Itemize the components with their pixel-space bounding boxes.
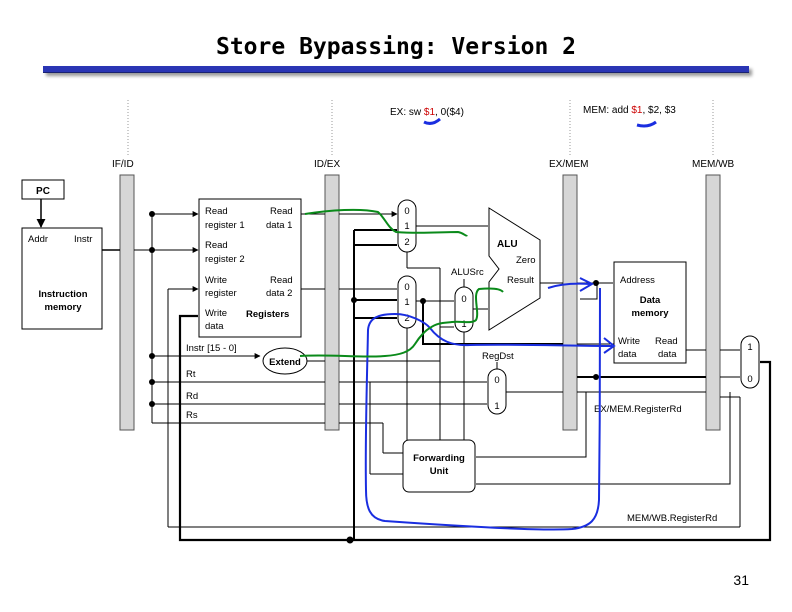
- rd-label: Rd: [186, 391, 198, 402]
- rs-label: Rs: [186, 410, 198, 421]
- load-path-green-1: [304, 208, 468, 237]
- fwd-b-in0: 0: [404, 282, 409, 293]
- dmem-name-line2: memory: [632, 308, 670, 319]
- wb-writeback-wire: [178, 314, 772, 542]
- stage-guides: [127, 100, 714, 155]
- fwd-a-in2: 2: [404, 237, 409, 248]
- load-path-green-2: [299, 287, 504, 358]
- extend-label: Extend: [269, 357, 301, 368]
- mem-stage-annotation: MEM: add $1, $2, $3: [583, 105, 676, 116]
- alu: [488, 207, 541, 331]
- rf-write-data-a: Write: [205, 308, 227, 319]
- forwarding-unit-wires: [406, 328, 731, 485]
- alu-zero: Zero: [516, 255, 536, 266]
- slide-title: Store Bypassing: Version 2: [215, 34, 577, 60]
- instruction-memory: [21, 227, 103, 330]
- dmem-write-data-b: data: [618, 349, 637, 360]
- mem-wb-registerrd-label: MEM/WB.RegisterRd: [627, 513, 717, 524]
- pipe-reg-id-ex: [324, 174, 340, 431]
- pc-label: PC: [36, 186, 50, 197]
- regdst-in0: 0: [494, 375, 499, 386]
- dmem-read-data-b: data: [658, 349, 677, 360]
- pipe-label-mem-wb: MEM/WB: [692, 159, 735, 170]
- rf-write-reg-a: Write: [205, 275, 227, 286]
- rf-write-data-b: data: [205, 321, 224, 332]
- alu-result-blue-arrow: [579, 277, 595, 292]
- alu-result: Result: [507, 275, 534, 286]
- pipe-label-id-ex: ID/EX: [314, 159, 340, 170]
- dmem-write-data-a: Write: [618, 336, 640, 347]
- alu-name: ALU: [497, 239, 518, 250]
- imem-addr-label: Addr: [28, 234, 48, 245]
- imem-name-line2: memory: [45, 302, 83, 313]
- wb-mux-in1: 1: [747, 342, 752, 353]
- wb-mux: [740, 335, 760, 389]
- regdst-in1: 1: [494, 401, 499, 412]
- pipe-reg-mem-wb: [705, 174, 721, 431]
- ex-stage-underline-mark: [423, 117, 441, 125]
- ifid-junction-dots: [149, 211, 155, 407]
- fwd-a-in0: 0: [404, 206, 409, 217]
- wb-junction-dot: [346, 536, 354, 544]
- alusrc-in0: 0: [461, 294, 466, 305]
- ex-stage-annotation: EX: sw $1, 0($4): [390, 107, 464, 118]
- regdst-wires: [339, 381, 706, 475]
- dmem-read-data-a: Read: [655, 336, 678, 347]
- data-memory: [613, 261, 687, 364]
- forwarding-unit-line2: Unit: [430, 466, 449, 477]
- imem-name-line1: Instruction: [38, 289, 87, 300]
- alusrc-label: ALUSrc: [451, 267, 484, 278]
- rf-read-reg1-b: register 1: [205, 220, 245, 231]
- ex-stage-wires: [339, 211, 563, 440]
- page-number: 31: [733, 572, 749, 588]
- imem-instr-label: Instr: [74, 234, 92, 245]
- pipe-reg-if-id: [119, 174, 135, 431]
- feedback-dot-1: [351, 297, 357, 303]
- rf-read-reg2-a: Read: [205, 240, 228, 251]
- rt-label: Rt: [186, 369, 196, 380]
- dmem-address: Address: [620, 275, 655, 286]
- rf-read-data1-b: data 1: [266, 220, 292, 231]
- rf-read-data2-b: data 2: [266, 288, 292, 299]
- pipe-reg-ex-mem: [562, 174, 578, 431]
- store-forward-blue-arrow: [603, 337, 616, 354]
- rf-name: Registers: [246, 309, 289, 320]
- mem-stage-underline-mark: [636, 120, 657, 128]
- fwd-a-in1: 1: [404, 221, 409, 232]
- fwd-b-in2: 2: [404, 313, 409, 324]
- dmem-name-line1: Data: [640, 295, 661, 306]
- regdst-label: RegDst: [482, 351, 514, 362]
- instr-15-0-label: Instr [15 - 0]: [186, 343, 237, 354]
- rf-read-reg1-a: Read: [205, 206, 228, 217]
- rf-write-reg-b: register: [205, 288, 237, 299]
- rf-read-data2-a: Read: [270, 275, 293, 286]
- register-file: [198, 198, 302, 338]
- forwarding-unit: [402, 439, 476, 493]
- store-forward-blue-path: [364, 287, 613, 531]
- rf-read-reg2-b: register 2: [205, 254, 245, 265]
- pc-box: [21, 179, 65, 200]
- pipe-label-if-id: IF/ID: [112, 159, 134, 170]
- pipe-label-ex-mem: EX/MEM: [549, 159, 588, 170]
- title-underline-bar: [43, 66, 749, 73]
- fwd-b-in1: 1: [404, 297, 409, 308]
- alusrc-in1: 1: [461, 319, 466, 330]
- wb-mux-in0: 0: [747, 374, 752, 385]
- rf-read-data1-a: Read: [270, 206, 293, 217]
- ex-mem-registerrd-label: EX/MEM.RegisterRd: [594, 404, 682, 415]
- alu-result-blue-path: [547, 282, 591, 289]
- forwarding-unit-line1: Forwarding: [413, 453, 465, 464]
